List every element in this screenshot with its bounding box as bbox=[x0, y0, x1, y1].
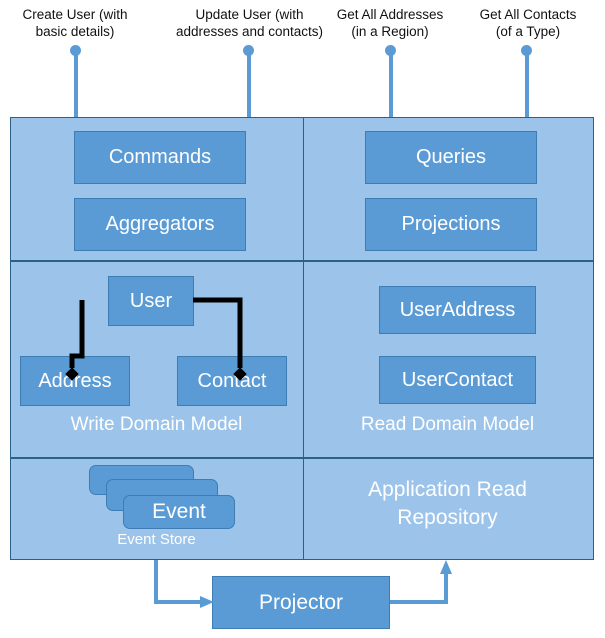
grid-divider-row2 bbox=[11, 457, 593, 459]
pin-stem-get-all-contacts bbox=[524, 50, 529, 118]
pin-stem-create-user bbox=[73, 50, 78, 118]
box-projections[interactable]: Projections bbox=[365, 198, 537, 251]
box-usercontact[interactable]: UserContact bbox=[379, 356, 536, 404]
box-projector[interactable]: Projector bbox=[212, 576, 390, 629]
box-useraddress[interactable]: UserAddress bbox=[379, 286, 536, 334]
architecture-panel: Commands Aggregators Queries Projections… bbox=[10, 117, 594, 560]
connector-user-contact bbox=[193, 297, 247, 381]
caption-read-domain-model: Read Domain Model bbox=[360, 414, 535, 435]
connector-user-address bbox=[65, 300, 85, 381]
pin-stem-update-user bbox=[246, 50, 251, 118]
connector-eventstore-to-projector bbox=[154, 560, 214, 608]
box-commands[interactable]: Commands bbox=[74, 131, 246, 184]
callout-label-create-user: Create User (with basic details) bbox=[22, 7, 128, 39]
callout-label-update-user: Update User (with addresses and contacts… bbox=[175, 7, 324, 39]
box-user[interactable]: User bbox=[108, 276, 194, 326]
pin-stem-get-all-addresses bbox=[388, 50, 393, 118]
callout-label-get-all-contacts: Get All Contacts (of a Type) bbox=[479, 7, 577, 39]
box-queries[interactable]: Queries bbox=[365, 131, 537, 184]
box-contact[interactable]: Contact bbox=[177, 356, 287, 406]
box-aggregators[interactable]: Aggregators bbox=[74, 198, 246, 251]
callout-label-get-all-addresses: Get All Addresses (in a Region) bbox=[336, 7, 444, 39]
event-card-front[interactable]: Event bbox=[123, 495, 235, 529]
connector-projector-to-repository bbox=[390, 560, 452, 604]
caption-event-store: Event Store bbox=[117, 531, 196, 548]
grid-divider-row1 bbox=[11, 260, 593, 262]
caption-write-domain-model: Write Domain Model bbox=[70, 414, 243, 435]
label-application-read-repository: Application Read Repository bbox=[368, 478, 527, 529]
grid-divider-vertical bbox=[302, 118, 304, 559]
